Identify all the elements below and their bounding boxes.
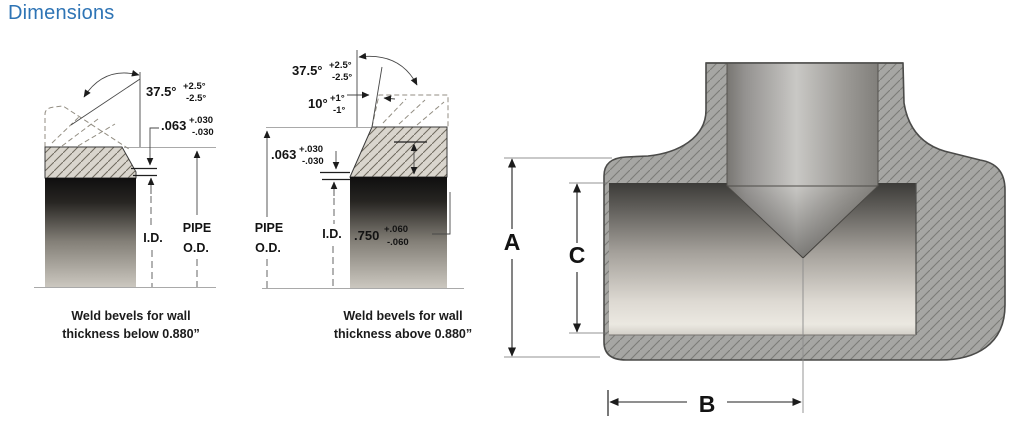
middle-root-face-plus: +.030 [299,144,323,155]
left-root-leader [146,127,159,166]
dim-a-label: A [504,229,521,255]
middle-dashed-hatch [382,98,445,126]
left-root-face-minus: -.030 [192,127,214,138]
middle-pipe-wall [350,177,447,288]
left-id-label: I.D. [143,231,162,245]
dim-b-label: B [699,391,716,417]
middle-angle-arc [358,52,418,86]
middle-land-angle-minus: -1° [333,105,345,116]
dim-c-label: C [569,242,586,268]
middle-pipe-label: PIPE [255,221,284,235]
left-angle-slope-line [70,78,141,126]
left-dashed-profile [44,105,130,150]
left-bevel-diagram: 37.5° +2.5° -2.5° .063 +.030 -.030 I.D. … [34,69,216,341]
middle-caption-line1: Weld bevels for wall [343,309,462,323]
middle-bevel-angle-value: 37.5° [292,63,323,78]
left-pipe-wall [45,178,136,287]
middle-caption-line2: thickness above 0.880” [334,327,472,341]
middle-bevel-depth-value: .750 [354,228,379,243]
left-root-face-plus: +.030 [189,115,213,126]
middle-bevel-depth-plus: +.060 [384,224,408,235]
left-bevel-angle-value: 37.5° [146,84,177,99]
tee-drill-cone-shade [727,186,878,258]
middle-land-arrow-right [383,95,396,102]
middle-bevel-angle-plus: +2.5° [329,60,352,71]
page-title: Dimensions [8,2,115,24]
middle-od-label: O.D. [255,241,281,255]
left-caption-line2: thickness below 0.880” [62,327,200,341]
left-bevel-angle-plus: +2.5° [183,81,206,92]
left-dashed-hatch [51,115,116,147]
middle-land-angle-value: 10° [308,96,328,111]
middle-dashed-profile [371,94,449,128]
left-bevel-land [44,146,137,179]
tee-cross-section-diagram: A C B [504,62,1006,417]
middle-bevel-diagram: 37.5° +2.5° -2.5° 10° +1° -1° .063 +.030… [255,50,472,341]
left-angle-arc [83,69,140,98]
middle-bevel-depth-minus: -.060 [387,237,409,248]
middle-root-face-value: .063 [271,147,296,162]
middle-land-angle-line [371,66,383,128]
left-od-label: O.D. [183,241,209,255]
middle-id-label: I.D. [322,227,341,241]
left-pipe-label: PIPE [183,221,212,235]
left-caption-line1: Weld bevels for wall [71,309,190,323]
left-bevel-angle-minus: -2.5° [186,93,206,104]
middle-land-angle-plus: +1° [330,93,345,104]
middle-bevel-land [349,126,448,178]
middle-root-face-minus: -.030 [302,156,324,167]
left-root-face-value: .063 [161,118,186,133]
middle-depth-leader [432,192,451,235]
tee-branch-bore [727,63,878,186]
middle-bevel-angle-minus: -2.5° [332,72,352,83]
